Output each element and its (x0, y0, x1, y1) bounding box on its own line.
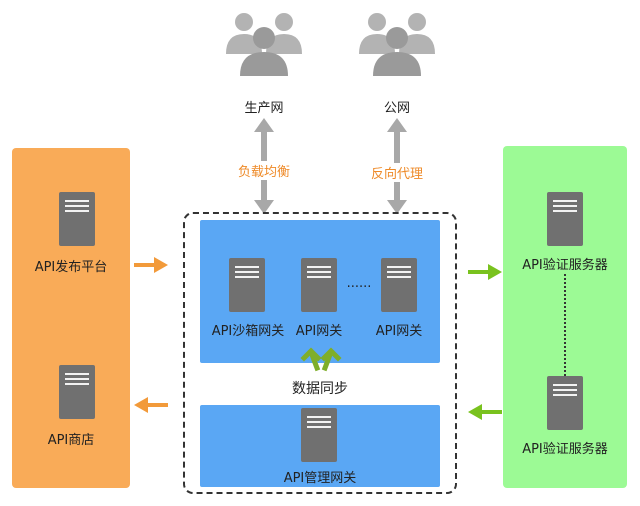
arrow-right-icon (468, 264, 502, 280)
server-icon (59, 365, 95, 419)
api-gateway-label: API网关 (375, 324, 423, 339)
server-icon (301, 408, 337, 462)
server-icon (59, 192, 95, 246)
public-network-label: 公网 (383, 101, 410, 116)
management-gateway-label: API管理网关 (283, 471, 357, 486)
server-icon (381, 258, 417, 312)
users-group-icon (359, 13, 435, 76)
server-icon (301, 258, 337, 312)
auth-server-label: API验证服务器 (522, 258, 608, 273)
server-icon (547, 192, 583, 246)
load-balancing-label: 负载均衡 (226, 161, 302, 180)
auth-server-label: API验证服务器 (522, 442, 608, 457)
api-gateway-label: API网关 (295, 324, 343, 339)
server-icon (547, 376, 583, 430)
production-network-label: 生产网 (244, 101, 284, 116)
server-connector-line (564, 274, 566, 376)
arrow-left-icon (134, 397, 168, 413)
server-icon (229, 258, 265, 312)
arrow-right-icon (134, 257, 168, 273)
gateway-cluster-container (183, 212, 457, 494)
arrow-left-icon (468, 404, 502, 420)
users-group-icon (226, 13, 302, 76)
api-store-label: API商店 (47, 433, 95, 448)
sandbox-gateway-label: API沙箱网关 (211, 324, 285, 339)
reverse-proxy-label: 反向代理 (359, 163, 435, 182)
data-sync-label: 数据同步 (292, 381, 348, 397)
more-gateways-ellipsis: ...... (346, 276, 372, 291)
sync-arrows-icon (300, 347, 342, 372)
api-publish-platform-label: API发布平台 (34, 260, 108, 275)
